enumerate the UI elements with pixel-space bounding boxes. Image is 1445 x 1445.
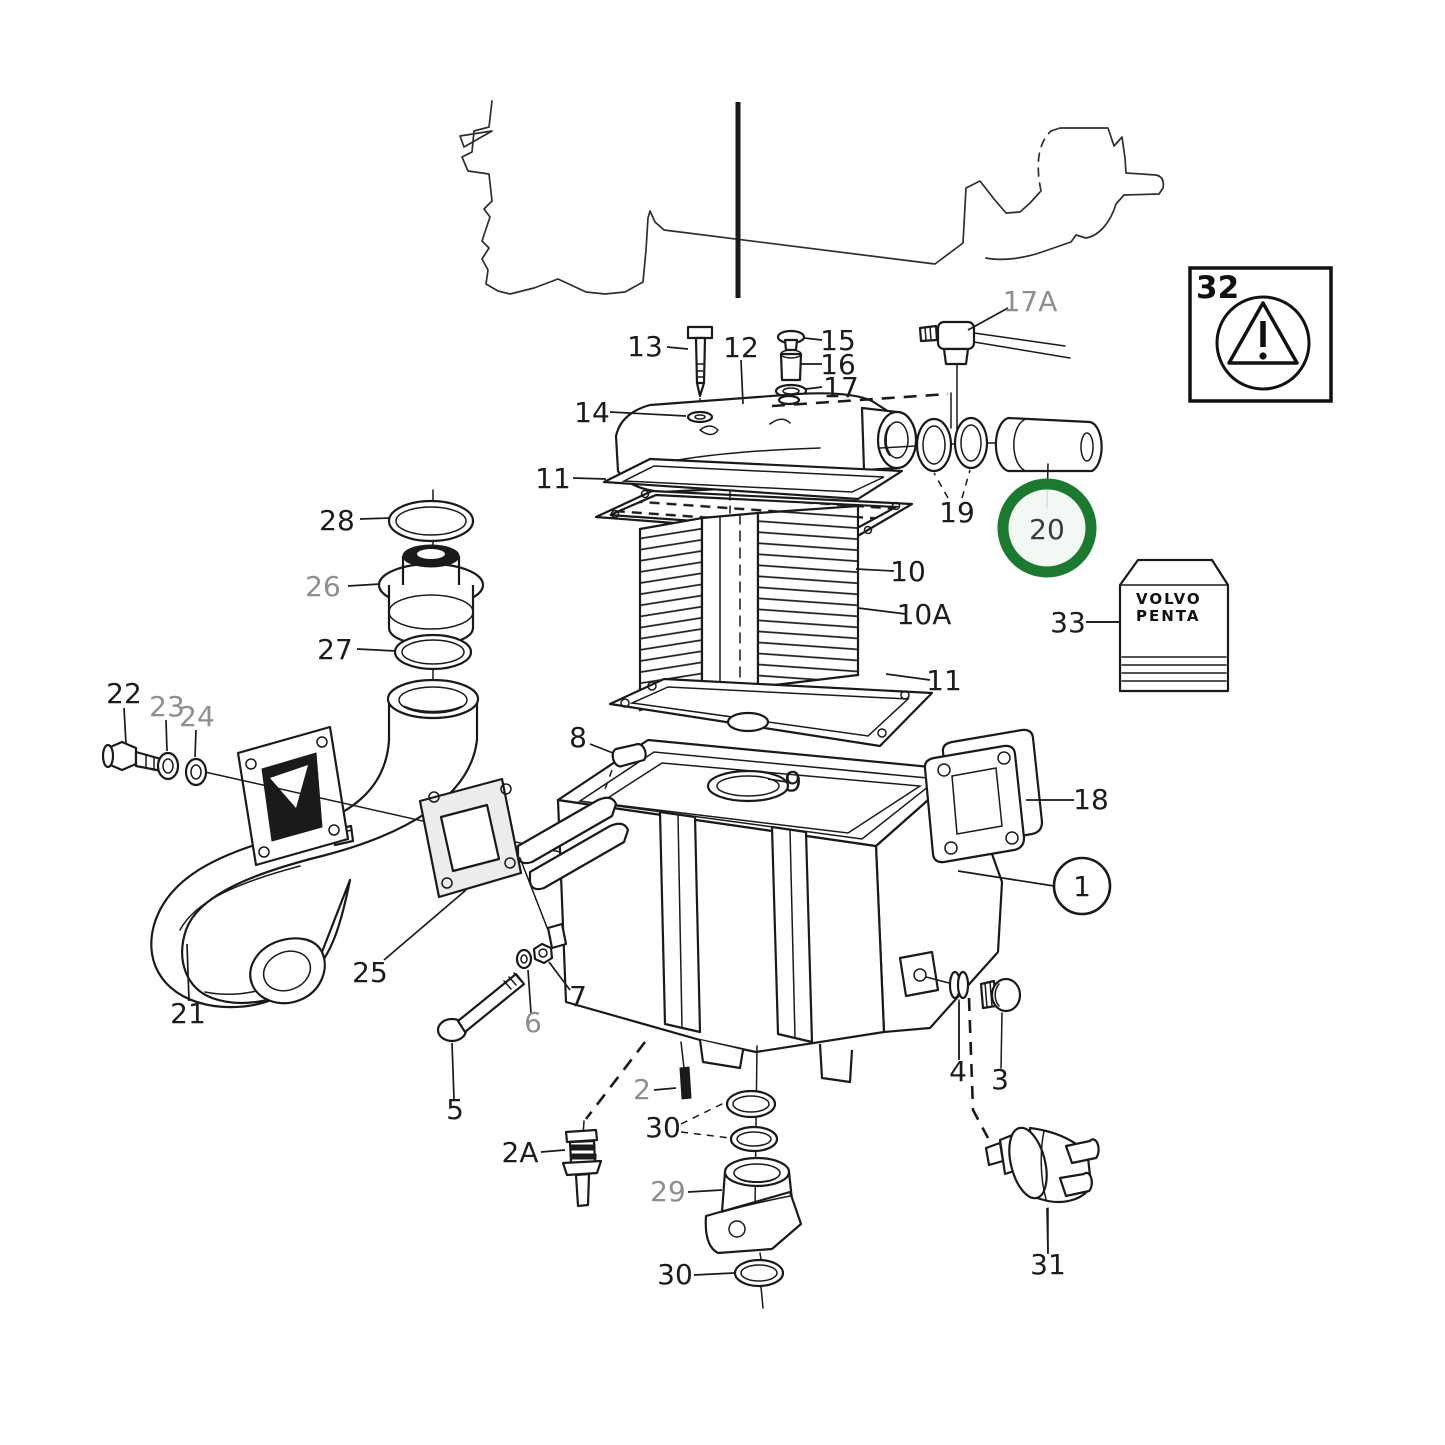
part-label-28: 28 xyxy=(319,504,355,537)
gasket-25 xyxy=(418,777,523,899)
part-label-26: 26 xyxy=(305,570,341,603)
tank-bottom-bracket xyxy=(898,950,940,998)
part-label-33: 33 xyxy=(1050,606,1086,639)
oring-30-c xyxy=(733,1258,785,1288)
part-label-4: 4 xyxy=(949,1055,967,1088)
part-label-5: 5 xyxy=(446,1093,464,1126)
part-label-12: 12 xyxy=(723,331,759,364)
part-label-17: 17 xyxy=(823,371,859,404)
pipe-route-dashes xyxy=(771,392,952,429)
highlight-circle xyxy=(997,478,1097,578)
washer-6 xyxy=(515,948,533,970)
brand-kit-box-33: VOLVO PENTA xyxy=(1086,558,1230,693)
elbow-inlet-flange xyxy=(236,725,350,867)
warning-box-32: 32 xyxy=(1188,266,1333,403)
sender-2A xyxy=(561,1041,647,1208)
exclamation-triangle-icon xyxy=(1227,301,1299,365)
pin-8 xyxy=(603,742,647,793)
oring-27 xyxy=(393,633,473,671)
nut-7 xyxy=(532,942,554,965)
drain-column xyxy=(704,1045,803,1309)
stud-2 xyxy=(679,1041,692,1100)
part-label-23: 23 xyxy=(149,690,185,723)
part-label-7: 7 xyxy=(569,980,587,1013)
plug-3 xyxy=(979,977,1022,1069)
tank-left-flange xyxy=(516,796,630,950)
part-label-30: 30 xyxy=(645,1111,681,1144)
elbow-mouth xyxy=(249,937,326,1005)
part-label-2: 2 xyxy=(633,1073,651,1106)
part-label-29: 29 xyxy=(650,1175,686,1208)
orings-19 xyxy=(879,416,1007,499)
brand-line1: VOLVO xyxy=(1136,590,1202,608)
part-label-19: 19 xyxy=(939,496,975,529)
gasket-11-upper xyxy=(602,457,904,501)
drain-valve-17A xyxy=(918,320,1071,431)
outlet-flange-18 xyxy=(923,728,1044,864)
heat-exchanger-core-10 xyxy=(638,491,860,712)
callout-1: 1 xyxy=(957,856,1112,916)
highlight-ring-20: 20 xyxy=(997,463,1097,578)
washer-24 xyxy=(184,757,208,787)
part-label-8: 8 xyxy=(569,721,587,754)
brand-line2: PENTA xyxy=(1136,607,1200,625)
drain-fitting-29 xyxy=(704,1156,803,1255)
part-label-24: 24 xyxy=(179,700,215,733)
part-label-11: 11 xyxy=(926,664,962,697)
bolt-5 xyxy=(436,972,526,1043)
rubber-sleeve-26 xyxy=(377,544,485,647)
highlighted-part-label: 20 xyxy=(1029,513,1065,546)
callout-1-label: 1 xyxy=(1073,870,1091,903)
part-label-10A: 10A xyxy=(897,598,952,631)
part-label-9: 9 xyxy=(784,765,802,798)
part-label-3: 3 xyxy=(991,1063,1009,1096)
part-label-27: 27 xyxy=(317,633,353,666)
part-label-25: 25 xyxy=(352,956,388,989)
part-label-2A: 2A xyxy=(502,1136,539,1169)
part-label-16: 16 xyxy=(820,348,856,381)
warning-box-label: 32 xyxy=(1196,270,1239,306)
part-label-21: 21 xyxy=(170,997,206,1030)
part-label-13: 13 xyxy=(627,330,663,363)
part-label-18: 18 xyxy=(1073,783,1109,816)
engine-silhouette xyxy=(459,100,1165,298)
part-label-17A: 17A xyxy=(1003,285,1058,318)
exhaust-elbow-21 xyxy=(150,678,480,1009)
oring-28 xyxy=(387,499,475,543)
oring-30-a xyxy=(725,1089,777,1119)
part-label-22: 22 xyxy=(106,677,142,710)
bolt-13 xyxy=(686,325,714,412)
part-label-6: 6 xyxy=(524,1006,542,1039)
part-label-14: 14 xyxy=(574,396,610,429)
plug-16 xyxy=(779,349,803,382)
base-flange-11 xyxy=(608,677,934,748)
part-label-15: 15 xyxy=(820,324,856,357)
part-label-10: 10 xyxy=(890,555,926,588)
end-cap-20 xyxy=(994,416,1103,473)
connector-stack xyxy=(377,489,485,701)
cap-15 xyxy=(776,329,806,352)
part-label-11: 11 xyxy=(535,462,571,495)
expansion-tank-1 xyxy=(516,738,1004,1084)
oring-30-b xyxy=(729,1125,779,1153)
oil-pressure-sender-31 xyxy=(984,1126,1100,1253)
leader-lines xyxy=(123,307,1118,1276)
washer-23 xyxy=(156,751,180,781)
part-label-31: 31 xyxy=(1030,1248,1066,1281)
part-label-30: 30 xyxy=(657,1258,693,1291)
